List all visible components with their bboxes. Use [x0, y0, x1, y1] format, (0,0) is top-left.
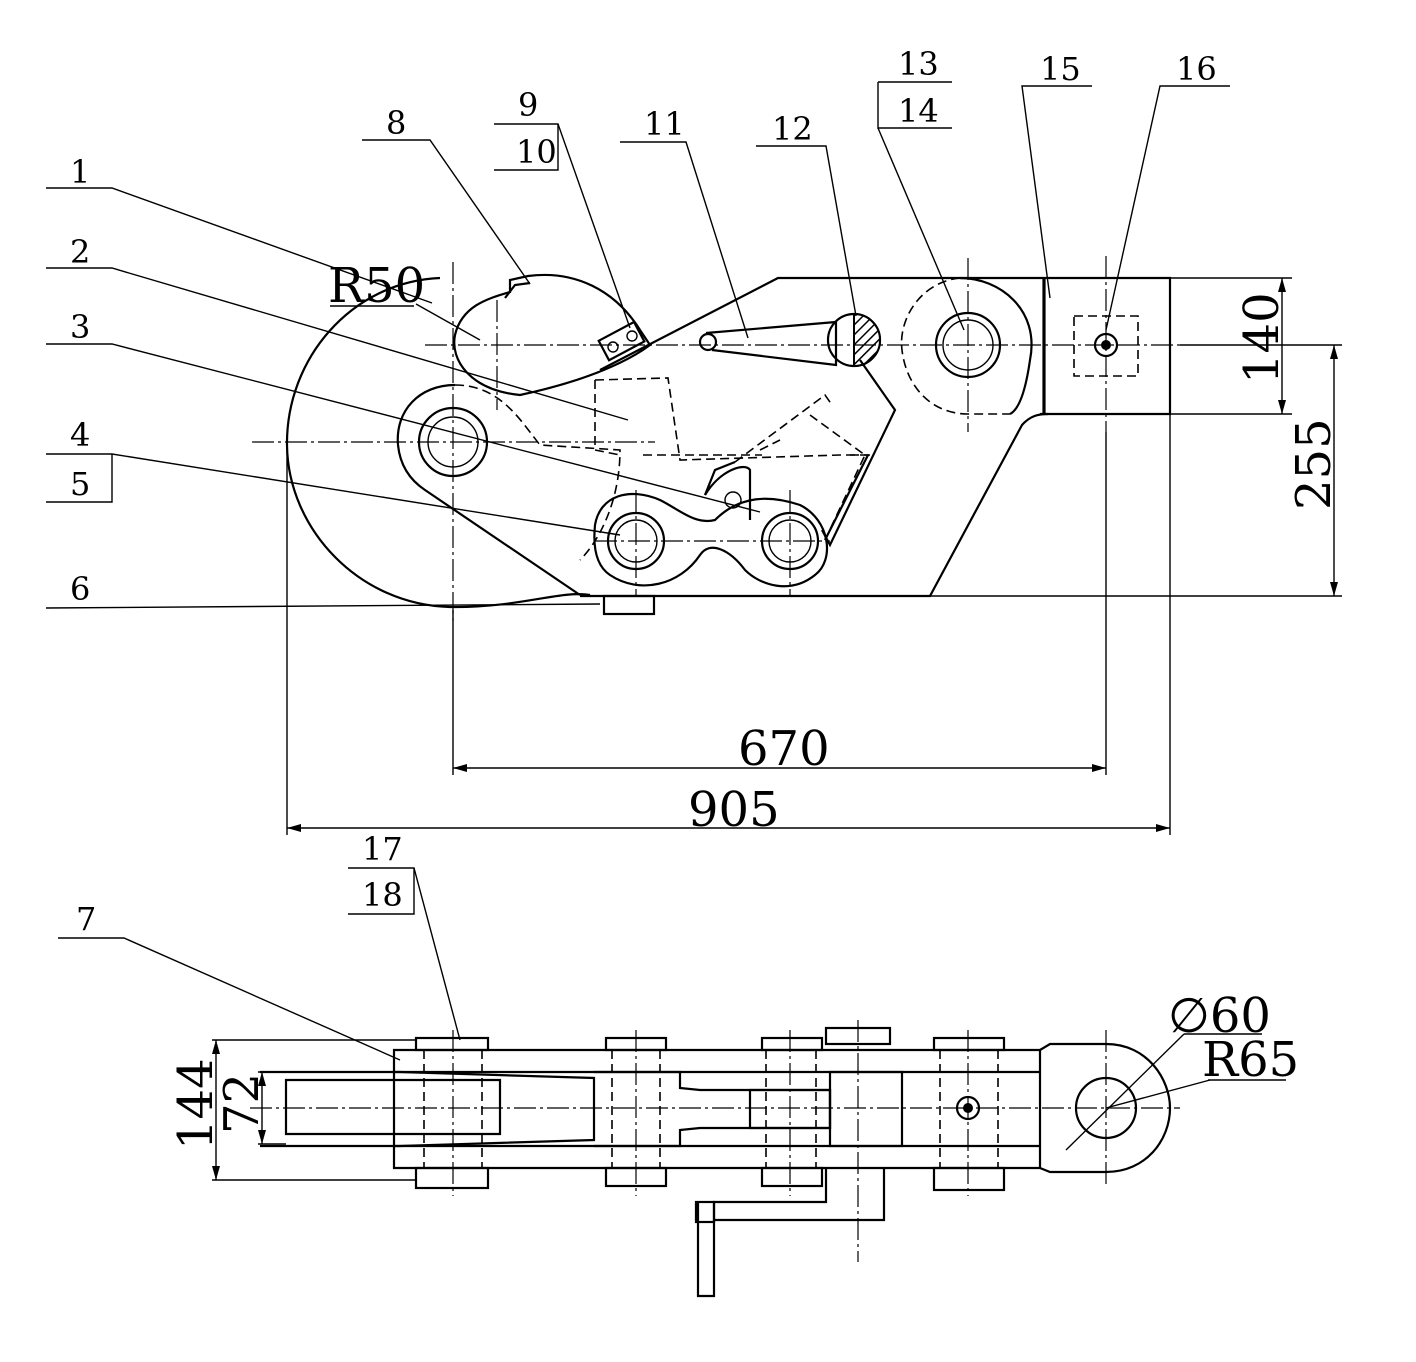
side-bolt-outer	[955, 1095, 981, 1121]
part-label-10: 10	[516, 133, 557, 171]
dimension-pin-span: 670	[738, 721, 830, 777]
part-label-13: 13	[898, 45, 939, 83]
part-label-2: 2	[70, 233, 90, 271]
pin-head-3	[760, 1036, 824, 1052]
main-disc-outline	[285, 276, 591, 609]
side-plate-dashed	[454, 384, 621, 561]
dimension-side-width-outer: 144	[168, 1058, 224, 1150]
lower-link-plate	[593, 492, 829, 588]
tail-bolt-inner	[1101, 340, 1111, 350]
tail-bolt-outer	[1093, 332, 1119, 358]
lever-arm	[705, 320, 838, 367]
spring-housing	[734, 393, 870, 541]
part-label-5: 5	[70, 465, 90, 503]
front-part-labels: 1 2 3 4 5 6 8 9 10 11 12 13 14 15 16	[70, 45, 1217, 608]
hook-profile	[284, 1078, 502, 1136]
dimension-radius-hook: R50	[328, 258, 425, 314]
main-body-lower-edge	[580, 412, 1049, 598]
latch-block	[597, 320, 646, 362]
side-dimensions: 144 72 ∅60 R65	[168, 988, 1299, 1181]
spring-plate-inner	[824, 454, 869, 541]
spring-plate	[821, 359, 897, 548]
pin-nut-5	[932, 1166, 1006, 1192]
pin-nut-1	[414, 1166, 490, 1190]
side-leaders	[58, 867, 461, 1061]
release-handle	[696, 1168, 886, 1298]
center-block	[828, 1070, 904, 1148]
part-label-11: 11	[644, 105, 685, 143]
pin-nut-3	[760, 1166, 824, 1188]
part-label-3: 3	[70, 308, 90, 346]
front-leaders	[45, 81, 1230, 609]
part-label-4: 4	[70, 416, 90, 454]
latch-screw-b	[626, 330, 638, 342]
bottom-stop	[602, 594, 656, 616]
dimension-overall-length: 905	[688, 782, 780, 838]
cam-hatched-half	[853, 312, 881, 368]
hook-jaw-notch	[504, 281, 531, 299]
latch-screw-a	[607, 341, 619, 353]
side-bolt-inner	[963, 1103, 973, 1113]
part-label-8: 8	[386, 104, 406, 142]
part-label-6: 6	[70, 570, 90, 608]
part-label-9: 9	[518, 86, 538, 124]
pin-head-1	[414, 1036, 490, 1052]
lever-pivot	[698, 332, 718, 352]
part-label-14: 14	[898, 92, 939, 130]
dimension-eye-radius: R65	[1202, 1032, 1299, 1088]
inner-latch-dashed	[594, 380, 621, 456]
dimension-eye-diameter: ∅60	[1168, 988, 1271, 1044]
part-label-18: 18	[362, 876, 403, 914]
part-label-16: 16	[1176, 50, 1217, 88]
hook-jaw	[453, 273, 652, 397]
inner-mechanism-dashed	[594, 377, 870, 461]
hook-taper	[260, 1070, 596, 1148]
swing-arm-line	[703, 460, 736, 496]
swing-arm	[704, 465, 752, 520]
inner-clevis	[594, 1070, 832, 1148]
small-pivot	[724, 491, 742, 509]
part-label-1: 1	[70, 153, 90, 191]
part-label-7: 7	[76, 900, 96, 938]
part-label-15: 15	[1040, 50, 1081, 88]
front-dimensions: 670 905 140 255 R50	[286, 258, 1342, 838]
side-plate	[396, 383, 581, 596]
end-lug-dashed	[900, 277, 1010, 415]
main-body-upper-edge	[599, 276, 1172, 416]
part-label-17: 17	[362, 830, 403, 868]
dimension-height-top: 140	[1234, 292, 1290, 384]
end-lug-outline	[959, 276, 1033, 415]
pin-head-5	[932, 1036, 1006, 1052]
side-part-labels: 7 17 18	[76, 830, 403, 938]
side-outer-plate	[392, 1048, 1042, 1170]
front-view	[252, 256, 1180, 625]
dimension-side-width-inner: 72	[214, 1073, 270, 1134]
dimension-height-total: 255	[1286, 418, 1342, 510]
part-label-12: 12	[772, 110, 813, 148]
side-view	[250, 1020, 1180, 1298]
